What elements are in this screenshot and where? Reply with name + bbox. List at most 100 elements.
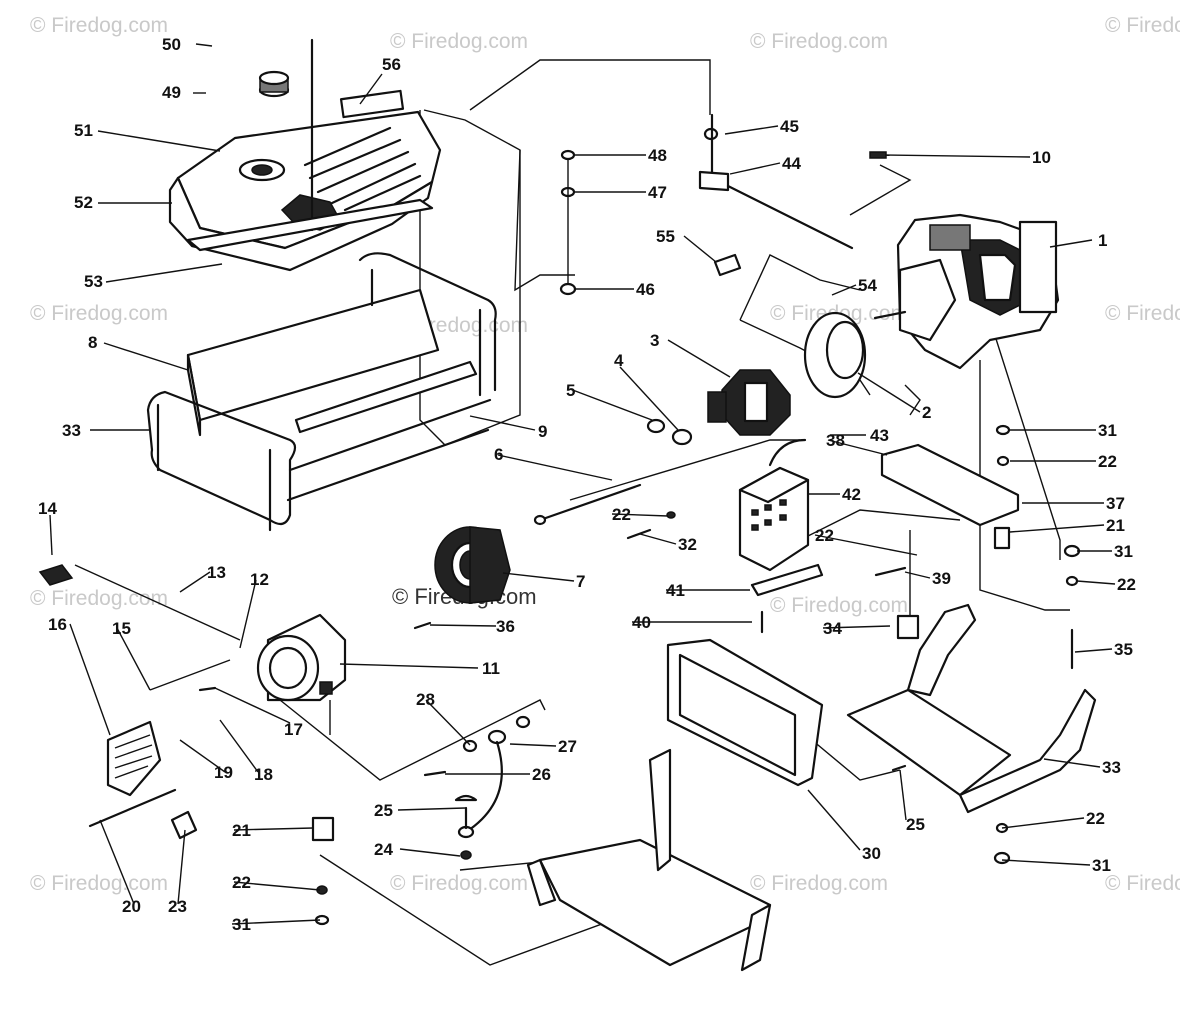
leader-line-9: [469, 415, 536, 431]
part-label-19: 19: [214, 763, 233, 782]
fuel-tank: [168, 89, 442, 272]
leader-line-22: [1076, 580, 1116, 585]
leader-line-50: [195, 43, 213, 47]
part-label-15: 15: [112, 619, 131, 638]
leader-line-13: [179, 571, 211, 593]
leader-line-28: [425, 699, 471, 746]
part-label-50: 50: [162, 35, 181, 54]
leader-line-1: [1049, 239, 1093, 248]
part-label-34: 34: [823, 619, 842, 638]
leader-line-34: [822, 625, 891, 629]
stator: [434, 526, 511, 604]
leader-line-39: [904, 571, 931, 579]
part-label-53: 53: [84, 272, 103, 291]
leader-line-22: [1001, 817, 1085, 829]
part-label-24: 24: [374, 840, 393, 859]
leader-line-44: [729, 162, 781, 175]
watermark-3: © Firedog.com: [1105, 14, 1180, 37]
leader-line-7: [502, 572, 575, 582]
leader-line-19: [179, 739, 226, 773]
part-label-20: 20: [122, 897, 141, 916]
watermark-4: © Firedog.com: [30, 302, 168, 325]
watermark-0: © Firedog.com: [30, 14, 168, 37]
leader-line-21: [233, 827, 314, 831]
leader-line-20: [99, 819, 135, 905]
leader-line-51: [97, 130, 221, 152]
part-label-49: 49: [162, 83, 181, 102]
part-label-21: 21: [1106, 516, 1125, 535]
leader-line-25: [397, 807, 466, 811]
part-label-23: 23: [168, 897, 187, 916]
leader-line-30: [807, 789, 861, 851]
part-label-44: 44: [782, 154, 801, 173]
leader-line-6: [497, 454, 613, 481]
part-label-11: 11: [482, 659, 500, 678]
part-label-17: 17: [284, 720, 303, 739]
part-label-36: 36: [496, 617, 515, 636]
part-label-38: 38: [826, 431, 845, 450]
part-label-56: 56: [382, 55, 401, 74]
part-label-41: 41: [666, 581, 685, 600]
part-label-43: 43: [870, 426, 889, 445]
leader-line-32: [639, 533, 677, 545]
part-label-31: 31: [1092, 856, 1111, 875]
leader-line-11: [339, 663, 479, 669]
washer-5: [646, 418, 666, 434]
part-label-45: 45: [780, 117, 799, 136]
leader-line-15: [116, 627, 151, 691]
part-label-31: 31: [232, 915, 251, 934]
bracket-23: [170, 810, 198, 840]
watermark-11: © Firedog.com: [390, 872, 528, 895]
part-label-10: 10: [1032, 148, 1051, 167]
part-label-3: 3: [650, 331, 659, 350]
watermark-1: © Firedog.com: [390, 30, 528, 53]
end-bell: [256, 613, 347, 702]
rotor: [707, 369, 791, 436]
leader-line-55: [683, 235, 717, 263]
part-label-40: 40: [632, 613, 651, 632]
leader-line-33: [1043, 758, 1101, 768]
part-label-12: 12: [250, 570, 269, 589]
part-label-22: 22: [232, 873, 251, 892]
through-bolt: [538, 483, 642, 522]
upper-frame: [146, 252, 497, 532]
leader-line-53: [105, 263, 223, 283]
part-label-48: 48: [648, 146, 667, 165]
part-label-52: 52: [74, 193, 93, 212]
part-label-5: 5: [566, 381, 575, 400]
leader-line-35: [1074, 648, 1113, 653]
panel-bracket: [750, 563, 824, 597]
part-label-2: 2: [922, 403, 931, 422]
part-label-30: 30: [862, 844, 881, 863]
part-label-25: 25: [906, 815, 925, 834]
gas-cap: [258, 38, 314, 232]
watermark-7: © Firedog.com: [1105, 302, 1180, 325]
part-label-51: 51: [74, 121, 93, 140]
part-label-1: 1: [1098, 231, 1107, 250]
tank-mount-plate: [186, 198, 434, 252]
part-label-46: 46: [636, 280, 655, 299]
leader-line-10: [884, 154, 1031, 158]
part-label-33: 33: [1102, 758, 1121, 777]
part-label-16: 16: [48, 615, 67, 634]
part-label-55: 55: [656, 227, 675, 246]
part-label-42: 42: [842, 485, 861, 504]
part-label-4: 4: [614, 351, 624, 370]
brush-holder: [38, 564, 74, 586]
watermark-12: © Firedog.com: [750, 872, 888, 895]
leader-line-12: [239, 579, 257, 649]
control-box: [738, 438, 810, 572]
leader-line-14: [49, 514, 53, 556]
rear-cover: [106, 720, 162, 797]
leader-line-22: [233, 881, 321, 891]
leader-line-21: [1009, 524, 1105, 533]
support-channel: [880, 443, 1020, 527]
part-label-7: 7: [576, 572, 585, 591]
leader-line-38: [827, 439, 888, 456]
part-label-35: 35: [1114, 640, 1133, 659]
leader-lines: [49, 43, 1116, 925]
leader-line-31: [231, 919, 321, 925]
leader-line-22: [814, 534, 918, 556]
part-label-22: 22: [612, 505, 631, 524]
